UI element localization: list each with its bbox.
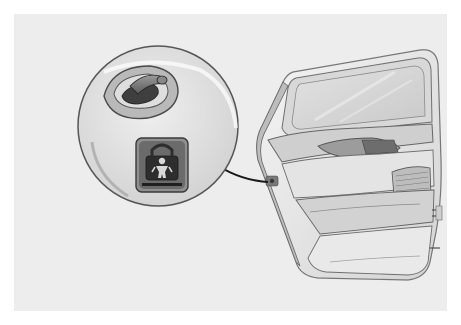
- rear-door: [257, 50, 442, 280]
- callout-magnifier: [78, 46, 238, 206]
- child-lock-icon: [136, 138, 188, 192]
